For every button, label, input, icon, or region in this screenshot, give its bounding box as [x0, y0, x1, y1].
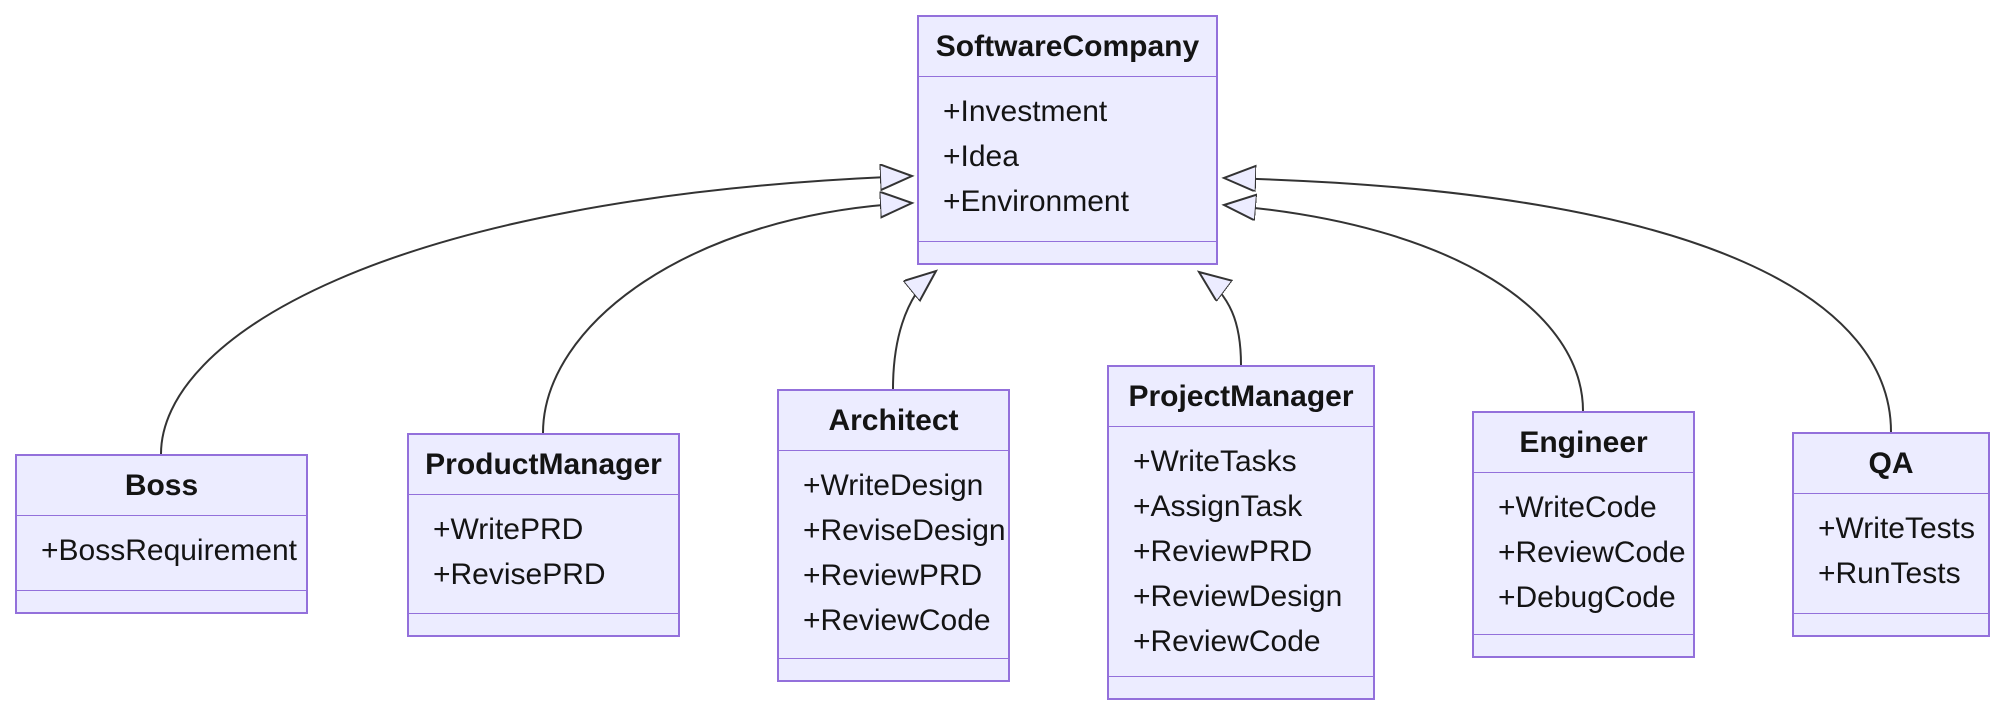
class-methods-empty: [17, 590, 306, 612]
class-methods-empty: [779, 658, 1008, 680]
class-member: +ReviewCode: [803, 604, 991, 637]
class-member: +Idea: [943, 140, 1019, 173]
class-members: +WriteDesign +ReviseDesign +ReviewPRD +R…: [779, 451, 1008, 658]
class-node-architect: Architect +WriteDesign +ReviseDesign +Re…: [777, 389, 1010, 682]
class-member: +ReviewCode: [1133, 625, 1321, 658]
edge-qa-to-softwarecompany: [1224, 178, 1892, 433]
class-members: +WriteTests +RunTests: [1794, 494, 1988, 613]
class-member: +ReviewPRD: [1133, 535, 1313, 568]
edge-boss-to-softwarecompany: [160, 176, 912, 455]
class-member: +WriteDesign: [803, 469, 984, 502]
class-node-qa: QA +WriteTests +RunTests: [1792, 432, 1990, 637]
class-methods-empty: [919, 241, 1216, 263]
class-member: +WriteTasks: [1133, 445, 1297, 478]
class-member: +WritePRD: [433, 513, 584, 546]
class-methods-empty: [409, 613, 678, 635]
edge-productmanager-to-softwarecompany: [542, 203, 912, 434]
class-member: +Investment: [943, 95, 1108, 128]
class-member: +ReviewDesign: [1133, 580, 1343, 613]
class-methods-empty: [1109, 676, 1373, 698]
class-members: +BossRequirement: [17, 516, 306, 590]
class-member: +RunTests: [1818, 557, 1961, 590]
edge-engineer-to-softwarecompany: [1224, 205, 1584, 412]
class-members: +WriteCode +ReviewCode +DebugCode: [1474, 473, 1693, 634]
class-title: Boss: [17, 456, 306, 516]
class-member: +ReviewPRD: [803, 559, 983, 592]
class-node-engineer: Engineer +WriteCode +ReviewCode +DebugCo…: [1472, 411, 1695, 658]
class-member: +WriteTests: [1818, 512, 1975, 545]
class-node-boss: Boss +BossRequirement: [15, 454, 308, 614]
class-title: ProjectManager: [1109, 367, 1373, 427]
class-member: +AssignTask: [1133, 490, 1303, 523]
class-title: Engineer: [1474, 413, 1693, 473]
class-node-projectmanager: ProjectManager +WriteTasks +AssignTask +…: [1107, 365, 1375, 700]
class-title: SoftwareCompany: [919, 17, 1216, 77]
class-member: +RevisePRD: [433, 558, 606, 591]
class-node-softwarecompany: SoftwareCompany +Investment +Idea +Envir…: [917, 15, 1218, 265]
class-members: +WritePRD +RevisePRD: [409, 495, 678, 613]
class-member: +ReviewCode: [1498, 536, 1686, 569]
class-members: +Investment +Idea +Environment: [919, 77, 1216, 241]
class-methods-empty: [1474, 634, 1693, 656]
class-title: QA: [1794, 434, 1988, 494]
class-member: +Environment: [943, 185, 1129, 218]
class-node-productmanager: ProductManager +WritePRD +RevisePRD: [407, 433, 680, 637]
class-member: +BossRequirement: [41, 534, 297, 567]
class-title: Architect: [779, 391, 1008, 451]
class-member: +WriteCode: [1498, 491, 1657, 524]
class-methods-empty: [1794, 613, 1988, 635]
class-members: +WriteTasks +AssignTask +ReviewPRD +Revi…: [1109, 427, 1373, 676]
class-member: +ReviseDesign: [803, 514, 1006, 547]
class-member: +DebugCode: [1498, 581, 1676, 614]
class-title: ProductManager: [409, 435, 678, 495]
edge-projectmanager-to-softwarecompany: [1199, 272, 1242, 366]
edge-architect-to-softwarecompany: [892, 271, 936, 390]
